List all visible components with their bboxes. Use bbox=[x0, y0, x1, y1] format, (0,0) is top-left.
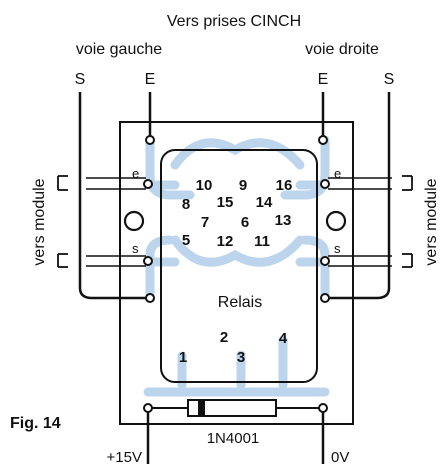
diode-1n4001 bbox=[152, 399, 319, 417]
pin-label: 4 bbox=[279, 330, 288, 347]
pin-label: 2 bbox=[220, 329, 228, 346]
pin-label: 16 bbox=[276, 177, 293, 194]
pin-label: 12 bbox=[217, 233, 234, 250]
pin-label: 13 bbox=[275, 212, 292, 229]
pin-label: 10 bbox=[196, 177, 213, 194]
bottom-pin-numbers: 2 4 1 3 bbox=[179, 329, 288, 366]
pin-label: 14 bbox=[256, 194, 273, 211]
pads bbox=[143, 135, 330, 413]
right-channel-label: voie droite bbox=[305, 41, 379, 58]
input-wires bbox=[78, 92, 391, 300]
fig-label: Fig. 14 bbox=[10, 415, 61, 432]
left-channel-label: voie gauche bbox=[76, 41, 162, 58]
e-left-label: E bbox=[145, 71, 156, 88]
module-left-label: vers module bbox=[31, 178, 48, 265]
pin-label: 7 bbox=[201, 214, 209, 231]
mounting-hole-left bbox=[123, 210, 145, 232]
pin-label: 11 bbox=[254, 233, 270, 250]
board-outline bbox=[119, 121, 354, 425]
supply-zero-label: 0V bbox=[331, 449, 349, 464]
pin-label: 9 bbox=[239, 177, 247, 194]
pin-label: 8 bbox=[182, 196, 190, 213]
pin-label: 1 bbox=[179, 349, 187, 366]
supply-plus-label: +15V bbox=[107, 449, 142, 464]
pin-label: 3 bbox=[237, 349, 245, 366]
e-small-right-label: e bbox=[334, 166, 341, 181]
module-wires bbox=[57, 175, 413, 268]
mounting-hole-right bbox=[325, 210, 347, 232]
pin-label: 5 bbox=[182, 232, 190, 249]
relay-pin-numbers: 10 9 16 8 15 14 7 6 13 5 12 11 bbox=[182, 177, 293, 250]
s-small-left-label: s bbox=[132, 241, 139, 256]
module-right-label: vers module bbox=[423, 178, 440, 265]
pin-label: 6 bbox=[241, 214, 249, 231]
relay-label: Relais bbox=[218, 294, 262, 311]
s-left-label: S bbox=[75, 71, 86, 88]
pin-label: 15 bbox=[217, 194, 234, 211]
e-right-label: E bbox=[318, 71, 329, 88]
s-right-label: S bbox=[384, 71, 395, 88]
title-label: Vers prises CINCH bbox=[167, 13, 301, 30]
s-small-right-label: s bbox=[334, 241, 341, 256]
diode-label: 1N4001 bbox=[207, 430, 260, 447]
e-small-left-label: e bbox=[132, 166, 139, 181]
relay-outline bbox=[160, 149, 318, 383]
